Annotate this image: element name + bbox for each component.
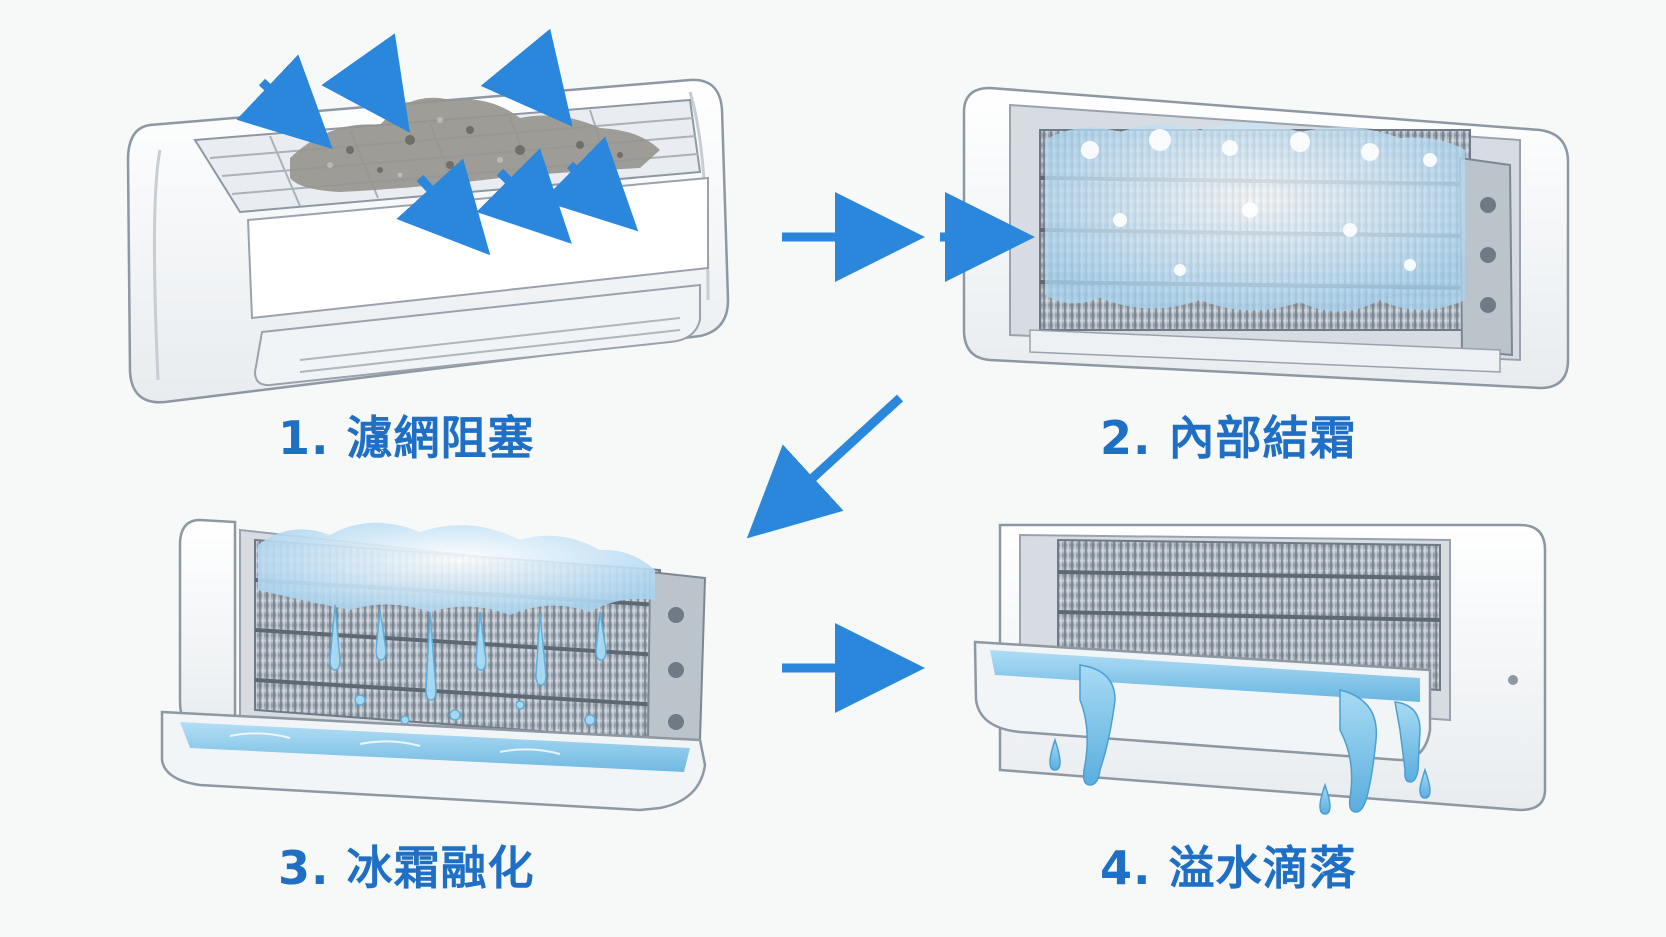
overflow-streams xyxy=(1049,664,1431,815)
ac-unit-frosted-coil xyxy=(940,86,1570,390)
airflow-arrows xyxy=(236,28,639,256)
water-drops xyxy=(329,604,607,726)
ac-unit-water-overflow xyxy=(973,523,1547,815)
step-1-label: 1. 濾網阻塞 xyxy=(278,411,535,465)
arrow-down-left-icon xyxy=(746,394,904,539)
flow-arrows xyxy=(746,192,925,713)
ac-unit-melting-frost xyxy=(160,518,707,812)
step-3-label: 3. 冰霜融化 xyxy=(278,841,535,895)
step-2-label: 2. 內部結霜 xyxy=(1100,411,1357,465)
ac-unit-clogged-filter xyxy=(126,28,730,404)
step-4-label: 4. 溢水滴落 xyxy=(1100,841,1357,895)
